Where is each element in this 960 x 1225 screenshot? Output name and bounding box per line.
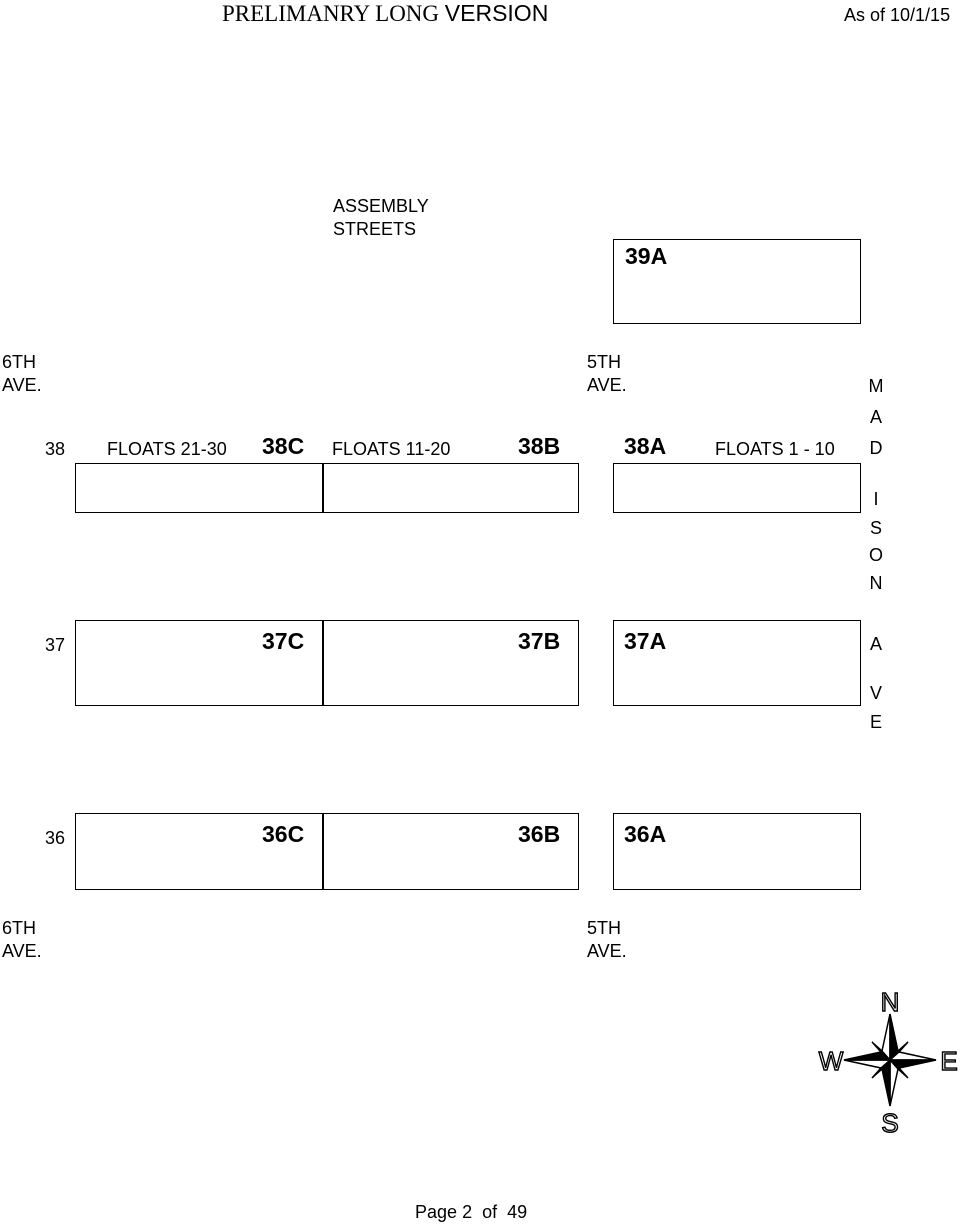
assembly-area-36c <box>75 813 324 890</box>
assembly-area-37c <box>75 620 324 706</box>
title-version: VERSION <box>444 0 549 26</box>
madison-letter: D <box>869 438 883 458</box>
page-number: 2 <box>462 1202 473 1222</box>
fifth-ave-label-top: 5TH AVE. <box>587 351 627 397</box>
area-code-36a: 36A <box>624 821 667 847</box>
sixth-ave-line1: 6TH <box>2 918 37 938</box>
floats-label-38c: FLOATS 21-30 <box>107 439 227 459</box>
sixth-ave-label-top: 6TH AVE. <box>2 351 42 397</box>
of-label: of <box>482 1202 498 1222</box>
title-text: PRELIMANRY LONG <box>222 1 445 26</box>
assembly-area-38a <box>613 463 861 513</box>
row-number-37: 37 <box>45 635 66 655</box>
madison-letter: S <box>869 518 882 538</box>
sixth-ave-label-bottom: 6TH AVE. <box>2 917 42 963</box>
sixth-ave-line2: AVE. <box>2 375 42 395</box>
page-label: Page <box>415 1202 458 1222</box>
compass-north: N <box>881 987 900 1017</box>
fifth-ave-line1: 5TH <box>587 352 622 372</box>
madison-letter: A <box>869 634 882 654</box>
assembly-streets-label: ASSEMBLY STREETS <box>333 195 429 241</box>
fifth-ave-line2: AVE. <box>587 941 627 961</box>
as-of-date: As of 10/1/15 <box>844 5 951 25</box>
madison-letter: M <box>868 376 884 396</box>
assembly-area-36a <box>613 813 861 890</box>
fifth-ave-line2: AVE. <box>587 375 627 395</box>
area-code-38b: 38B <box>518 433 561 459</box>
area-code-38a: 38A <box>624 433 667 459</box>
page-footer: Page 2 of 49 <box>415 1203 527 1221</box>
compass-east: E <box>940 1046 957 1076</box>
madison-letter: V <box>869 683 882 703</box>
assembly-area-36b <box>322 813 579 890</box>
madison-letter: N <box>869 573 883 593</box>
assembly-label-line2: STREETS <box>333 219 417 239</box>
assembly-label-line1: ASSEMBLY <box>333 196 429 216</box>
assembly-area-39a <box>613 239 861 324</box>
page-header-title: PRELIMANRY LONG VERSION <box>222 0 549 26</box>
row-number-36: 36 <box>45 828 66 848</box>
madison-letter: A <box>869 407 882 427</box>
assembly-area-37b <box>322 620 579 706</box>
sixth-ave-line1: 6TH <box>2 352 37 372</box>
floats-label-38b: FLOATS 11-20 <box>332 439 451 459</box>
area-code-37c: 37C <box>262 628 305 654</box>
assembly-area-37a <box>613 620 861 706</box>
area-code-38c: 38C <box>262 433 305 459</box>
area-code-39a: 39A <box>625 243 668 269</box>
fifth-ave-label-bottom: 5TH AVE. <box>587 917 627 963</box>
row-number-38: 38 <box>45 439 66 459</box>
madison-letter: I <box>873 489 879 509</box>
assembly-area-38c <box>75 463 324 513</box>
area-code-36b: 36B <box>518 821 561 847</box>
area-code-37b: 37B <box>518 628 561 654</box>
compass-west: W <box>819 1046 844 1076</box>
madison-letter: E <box>869 712 882 732</box>
compass-rose-icon: N S E W <box>818 986 958 1136</box>
total-pages: 49 <box>507 1202 528 1222</box>
area-code-36c: 36C <box>262 821 305 847</box>
assembly-area-38b <box>322 463 579 513</box>
area-code-37a: 37A <box>624 628 667 654</box>
madison-letter: O <box>868 545 883 565</box>
sixth-ave-line2: AVE. <box>2 941 42 961</box>
floats-label-38a: FLOATS 1 - 10 <box>715 439 835 459</box>
compass-south: S <box>881 1108 898 1136</box>
fifth-ave-line1: 5TH <box>587 918 622 938</box>
